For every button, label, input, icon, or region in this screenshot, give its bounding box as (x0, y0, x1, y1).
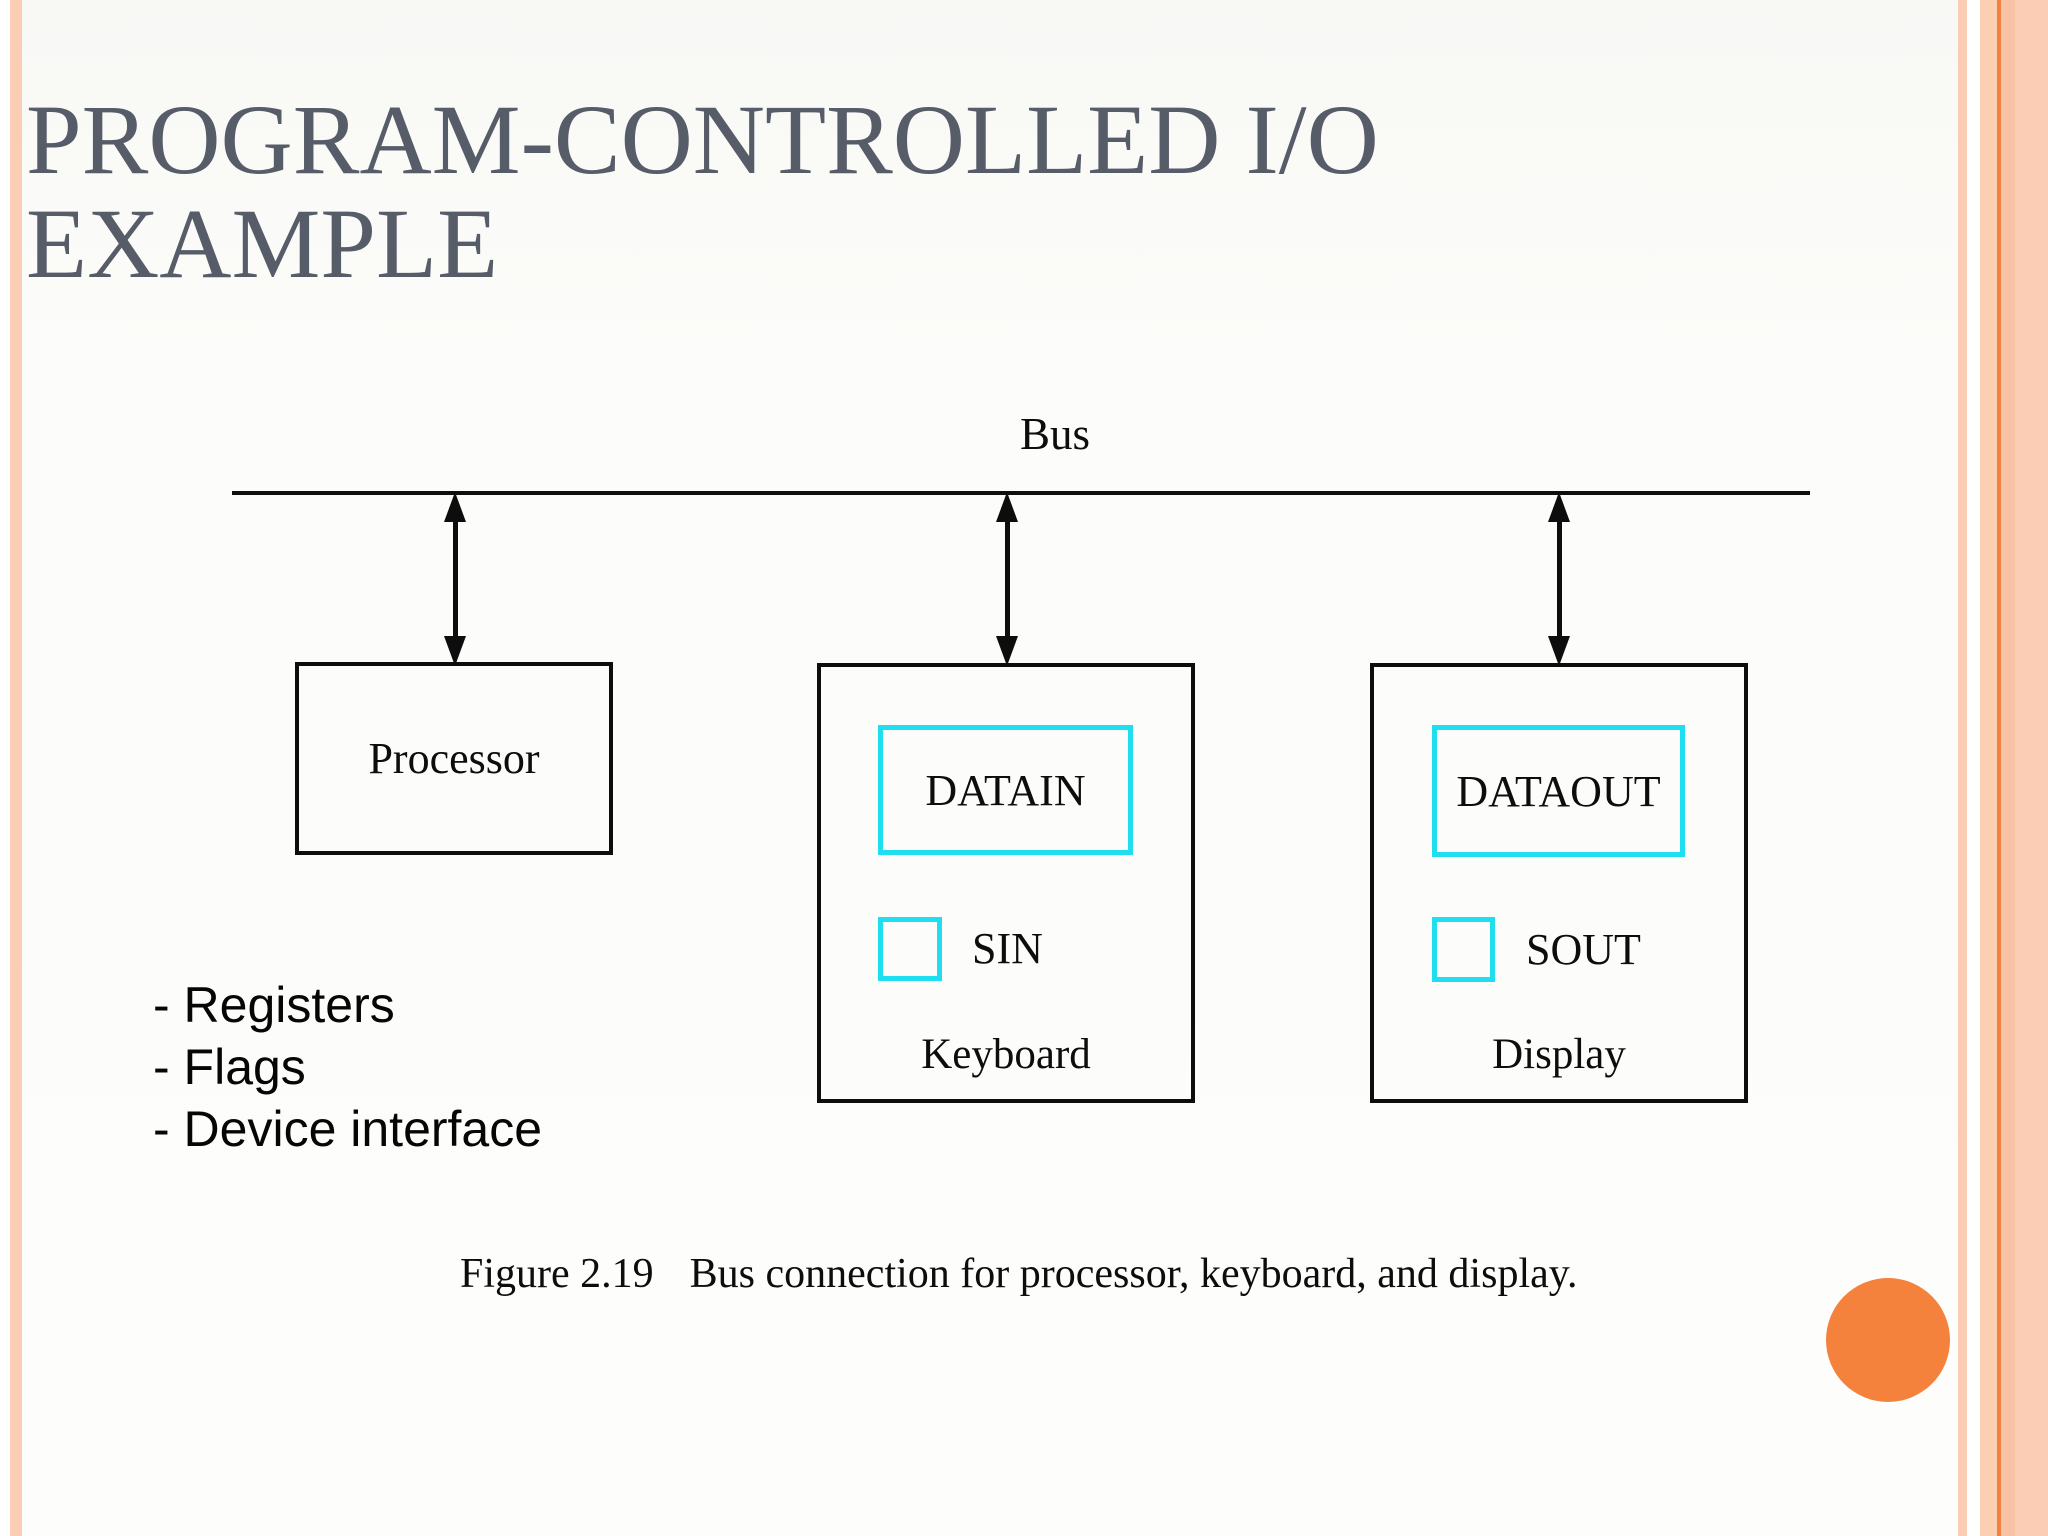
sout-flag-box (1432, 917, 1495, 982)
figure-caption-text: Bus connection for processor, keyboard, … (689, 1251, 1578, 1297)
accent-circle (1826, 1278, 1950, 1402)
keyboard-label: Keyboard (921, 1031, 1091, 1078)
notes-list: - Registers - Flags - Device interface (153, 974, 542, 1160)
processor-bus-arrow (443, 492, 467, 666)
display-label: Display (1492, 1031, 1626, 1078)
processor-box: Processor (295, 662, 613, 855)
right-stripe-1 (1958, 0, 1967, 1536)
display-box (1370, 663, 1748, 1103)
right-stripe-4 (2015, 0, 2048, 1536)
page-title-line2: EXAMPLE (26, 188, 499, 299)
arrowhead-up-icon (1548, 492, 1570, 522)
page-title: PROGRAM-CONTROLLED I/O EXAMPLE (26, 88, 1726, 296)
right-orange-line (1997, 0, 2001, 1536)
dataout-label: DATAOUT (1456, 766, 1661, 816)
sin-label: SIN (972, 924, 1043, 973)
figure-number: Figure 2.19 (460, 1251, 654, 1297)
processor-label: Processor (368, 734, 540, 783)
arrowhead-down-icon (444, 636, 466, 666)
note-item-flags: - Flags (153, 1039, 306, 1095)
right-accent-border (1958, 0, 2048, 1536)
note-item-registers: - Registers (153, 977, 395, 1033)
right-stripe-2 (1980, 0, 1997, 1536)
sin-flag-box (878, 917, 942, 981)
datain-register-box: DATAIN (878, 725, 1133, 855)
right-stripe-3 (2001, 0, 2015, 1536)
arrow-shaft (1005, 514, 1010, 644)
bus-label: Bus (1019, 409, 1091, 459)
datain-label: DATAIN (925, 765, 1086, 815)
note-item-device-interface: - Device interface (153, 1101, 543, 1157)
bus-line (232, 491, 1810, 495)
dataout-register-box: DATAOUT (1432, 725, 1685, 857)
left-edge-margin (0, 0, 10, 1536)
sout-label: SOUT (1526, 925, 1641, 974)
arrowhead-down-icon (996, 636, 1018, 666)
keyboard-bus-arrow (995, 492, 1019, 666)
arrow-shaft (1557, 514, 1562, 644)
display-bus-arrow (1547, 492, 1571, 666)
left-accent-stripe (10, 0, 22, 1536)
figure-caption: Figure 2.19 Bus connection for processor,… (460, 1250, 1760, 1298)
arrow-shaft (453, 514, 458, 644)
arrowhead-down-icon (1548, 636, 1570, 666)
arrowhead-up-icon (444, 492, 466, 522)
keyboard-box (817, 663, 1195, 1103)
page-title-line1: PROGRAM-CONTROLLED I/O (26, 84, 1379, 195)
arrowhead-up-icon (996, 492, 1018, 522)
